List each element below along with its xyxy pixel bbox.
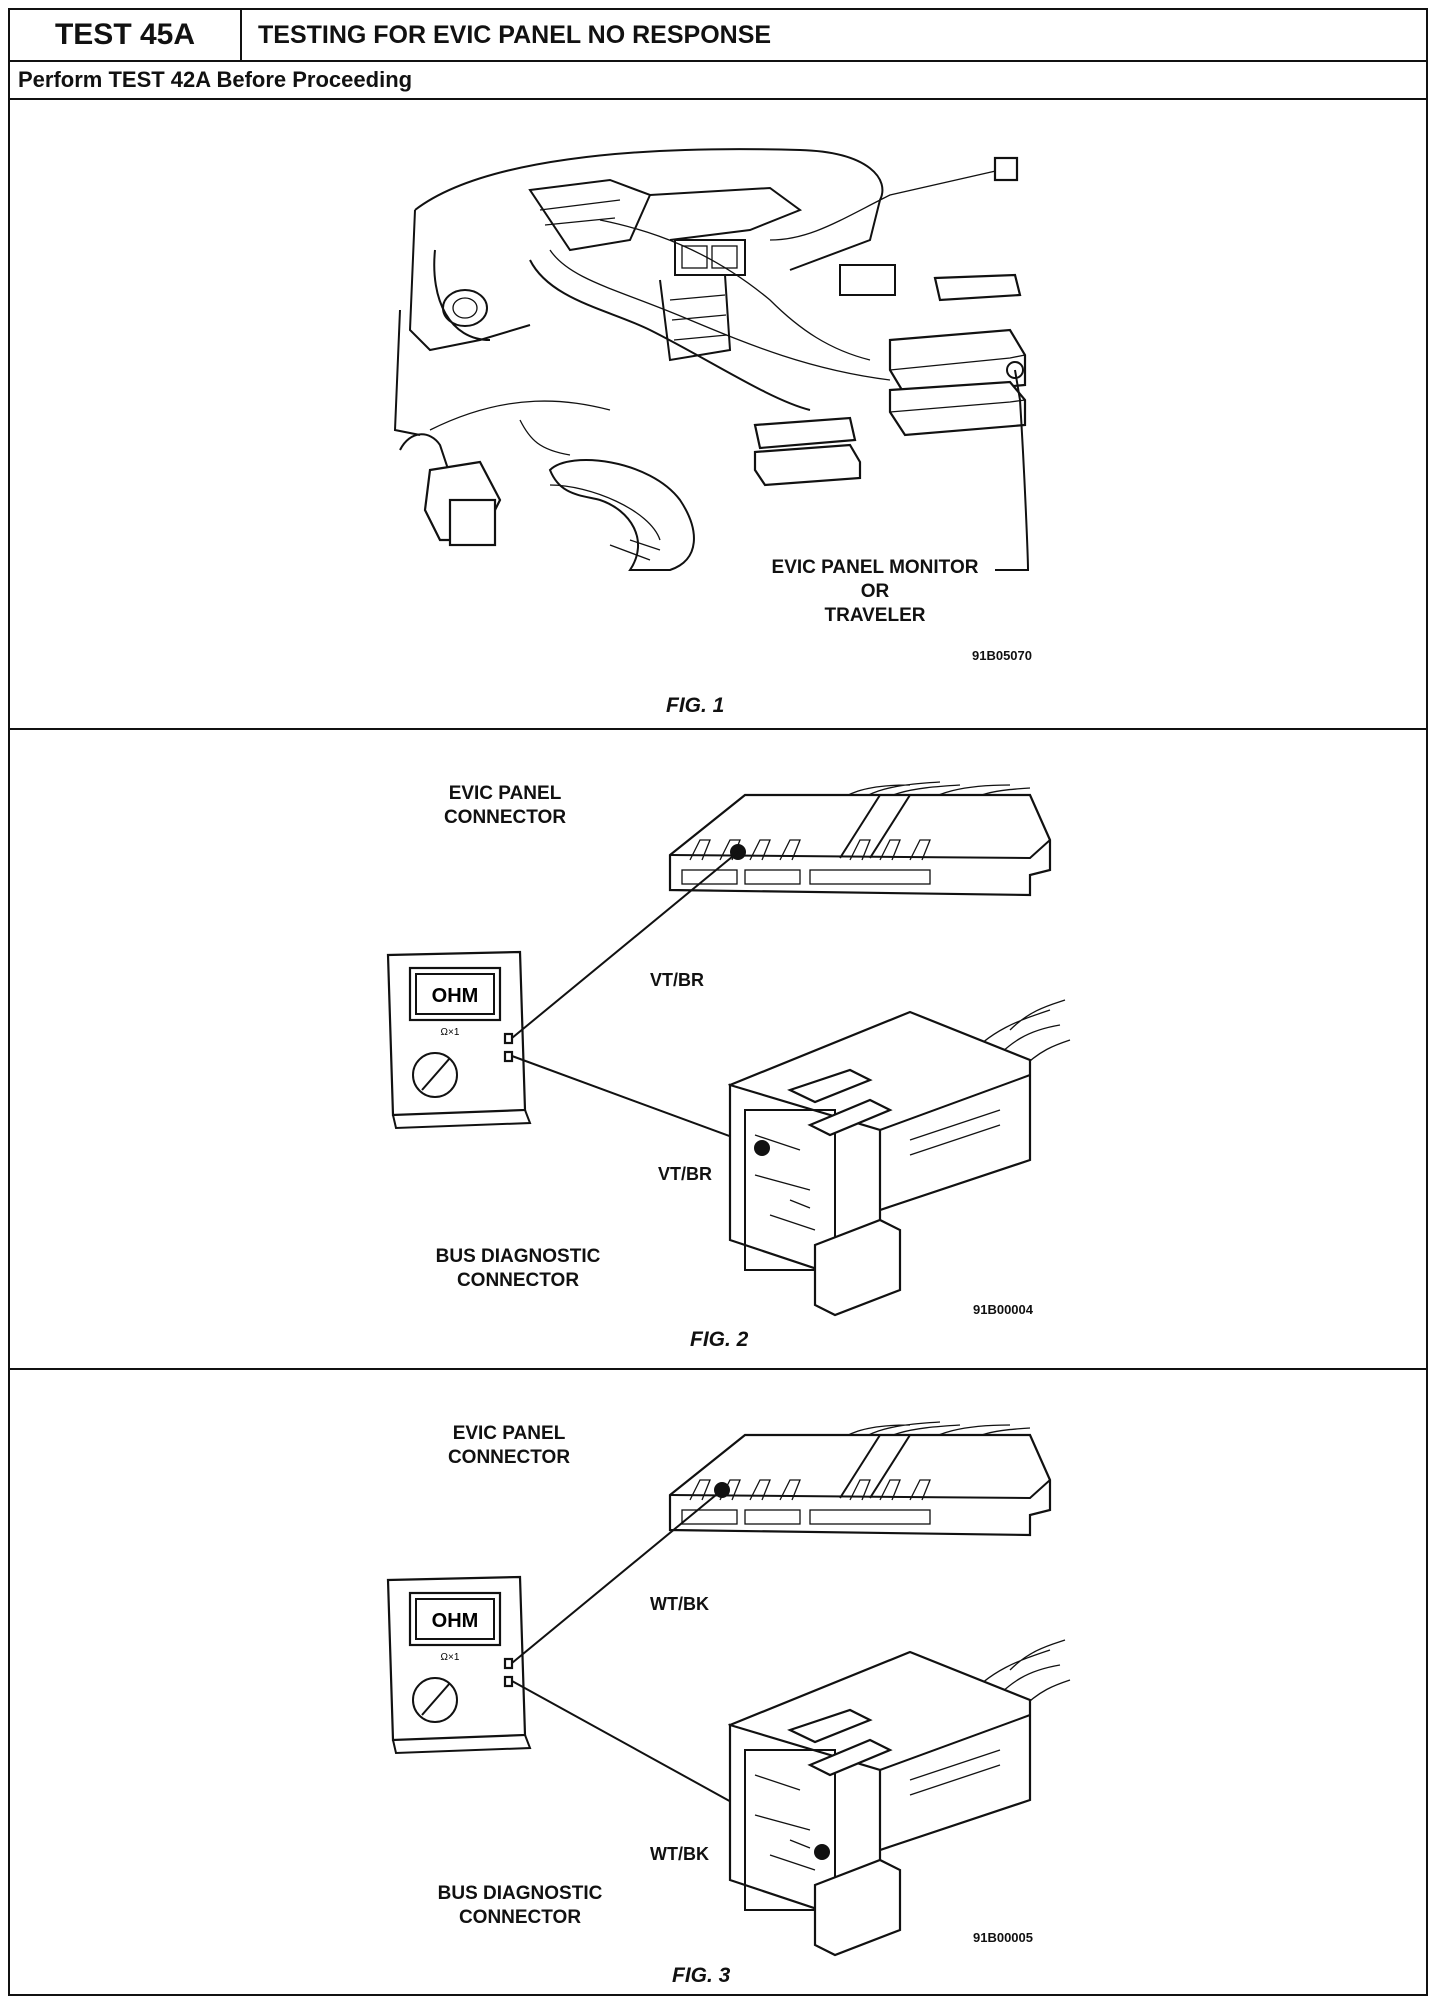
test-procedure-sheet: TEST 45A TESTING FOR EVIC PANEL NO RESPO… [8,8,1428,1996]
header-row: TEST 45A TESTING FOR EVIC PANEL NO RESPO… [10,10,1426,62]
ohmmeter-connector-diagram-vtbr: OHM Ω×1 [386,781,1071,1317]
fig2-bus-label-line1: BUS DIAGNOSTIC [435,1246,601,1267]
fig2-evic-label-line2: CONNECTOR [443,807,567,828]
test-id: TEST 45A [10,10,242,60]
fig2-wire-color-top: VT/BR [650,970,704,990]
figure-2-panel: OHM Ω×1 EVIC PANEL CONNECTOR VT/BR [10,730,1426,1370]
fig2-wire-color-bottom: VT/BR [658,1164,712,1184]
fig3-wire-color-bottom: WT/BK [650,1844,709,1864]
bus-diagnostic-connector-drawing [727,1639,1071,1957]
fig1-callout-line3: TRAVELER [824,605,926,626]
evic-panel-connector-drawing [668,1421,1052,1537]
ohmmeter-connector-diagram-wtbk: OHM Ω×1 [386,1421,1071,1957]
fig1-image-code: 91B05070 [972,648,1032,663]
fig2-bus-label-line2: CONNECTOR [456,1270,580,1291]
meter-range-label: Ω×1 [441,1027,460,1038]
fig3-evic-label-line1: EVIC PANEL [452,1423,566,1444]
evic-panel-connector-drawing [668,781,1052,897]
fig3-bus-label-line1: BUS DIAGNOSTIC [437,1883,603,1904]
fig1-callout-line1: EVIC PANEL MONITOR [771,557,979,578]
dashboard-illustration [393,148,1030,571]
meter-range-label: Ω×1 [441,1652,460,1663]
figure-1-panel: EVIC PANEL MONITOR OR TRAVELER 91B05070 … [10,100,1426,730]
bus-diagnostic-connector-drawing [727,999,1071,1317]
fig2-image-code: 91B00004 [973,1302,1033,1317]
fig3-bus-label-line2: CONNECTOR [458,1907,582,1928]
figure-3-panel: OHM Ω×1 EVIC PANEL CONNECTOR WT/BK WT/BK… [10,1370,1426,1996]
meter-display-text: OHM [432,985,479,1007]
fig2-caption: FIG. 2 [690,1328,749,1351]
test-title: TESTING FOR EVIC PANEL NO RESPONSE [258,21,772,49]
ohmmeter-drawing [386,950,532,1130]
fig3-evic-label-line2: CONNECTOR [447,1447,571,1468]
prerequisite-note: Perform TEST 42A Before Proceeding [10,62,1426,100]
fig3-caption: FIG. 3 [672,1964,731,1987]
fig3-image-code: 91B00005 [973,1930,1033,1945]
fig2-evic-label-line1: EVIC PANEL [448,783,562,804]
fig1-callout-line2: OR [860,581,890,602]
meter-display-text: OHM [432,1610,479,1632]
fig3-wire-color-top: WT/BK [650,1594,709,1614]
ohmmeter-drawing [386,1575,532,1755]
fig1-caption: FIG. 1 [666,694,725,717]
